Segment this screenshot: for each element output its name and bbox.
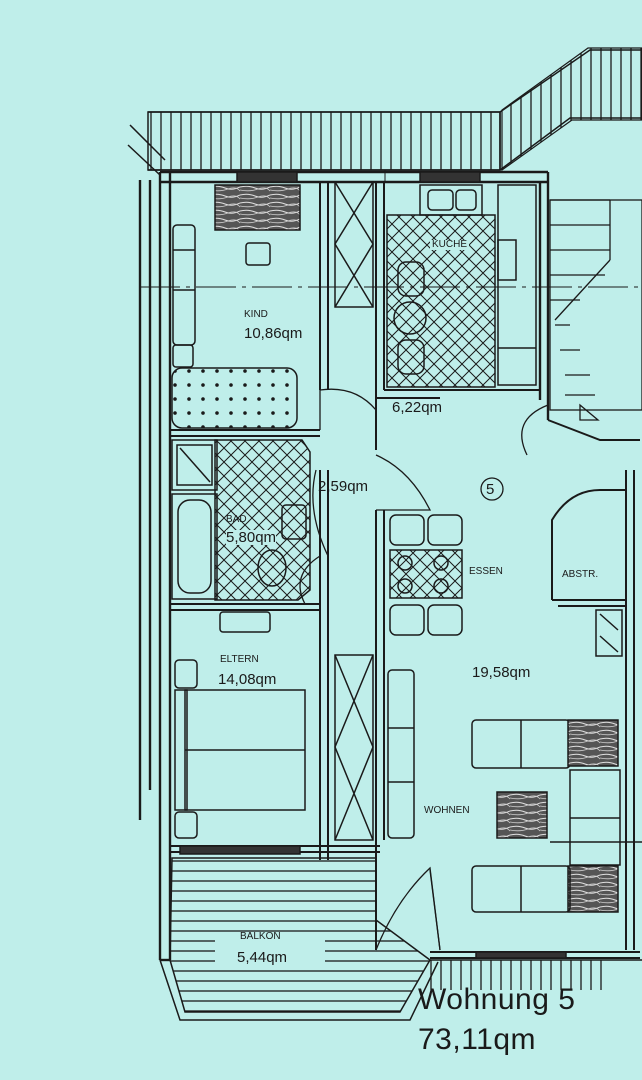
- label-bad-area: 5,80qm: [226, 529, 277, 546]
- kind-furniture: [171, 181, 374, 429]
- eltern-furniture: [174, 611, 374, 841]
- apartment-number: 5: [486, 481, 495, 498]
- label-kueche-name: KUCHE: [430, 239, 470, 250]
- outer-walls: [138, 170, 550, 962]
- label-kind-name: KIND: [244, 309, 268, 320]
- label-kind-area: 10,86qm: [244, 325, 303, 342]
- label-wohnen-name: WOHNEN: [424, 805, 470, 816]
- label-flur-area: 2,59qm: [318, 478, 369, 495]
- apartment-total-area: 73,11qm: [418, 1023, 537, 1056]
- bad-furniture: [171, 439, 311, 601]
- label-essen-name: ESSEN: [469, 566, 503, 577]
- label-wohnen-area: 19,58qm: [472, 664, 531, 681]
- staircase: [549, 199, 642, 421]
- essen-furniture: [389, 514, 623, 657]
- label-bad-name: BAD: [226, 514, 247, 525]
- label-balkon-area: 5,44qm: [237, 949, 288, 966]
- apartment-title: Wohnung 5: [418, 983, 576, 1016]
- label-abstr-name: ABSTR.: [562, 569, 599, 580]
- apartment-number-circle: [480, 477, 504, 501]
- roof-railing: [127, 47, 642, 176]
- label-eltern-area: 14,08qm: [218, 671, 277, 688]
- wohnen-furniture: [387, 669, 642, 913]
- label-balkon-name: BALKON: [240, 931, 281, 942]
- doors: [299, 388, 549, 951]
- label-eltern-name: ELTERN: [220, 654, 259, 665]
- axis-lines: [140, 170, 642, 288]
- kueche-furniture: [386, 184, 537, 388]
- windows: [179, 171, 567, 959]
- balkon: [159, 857, 642, 1021]
- label-kueche-area: 6,22qm: [392, 399, 443, 416]
